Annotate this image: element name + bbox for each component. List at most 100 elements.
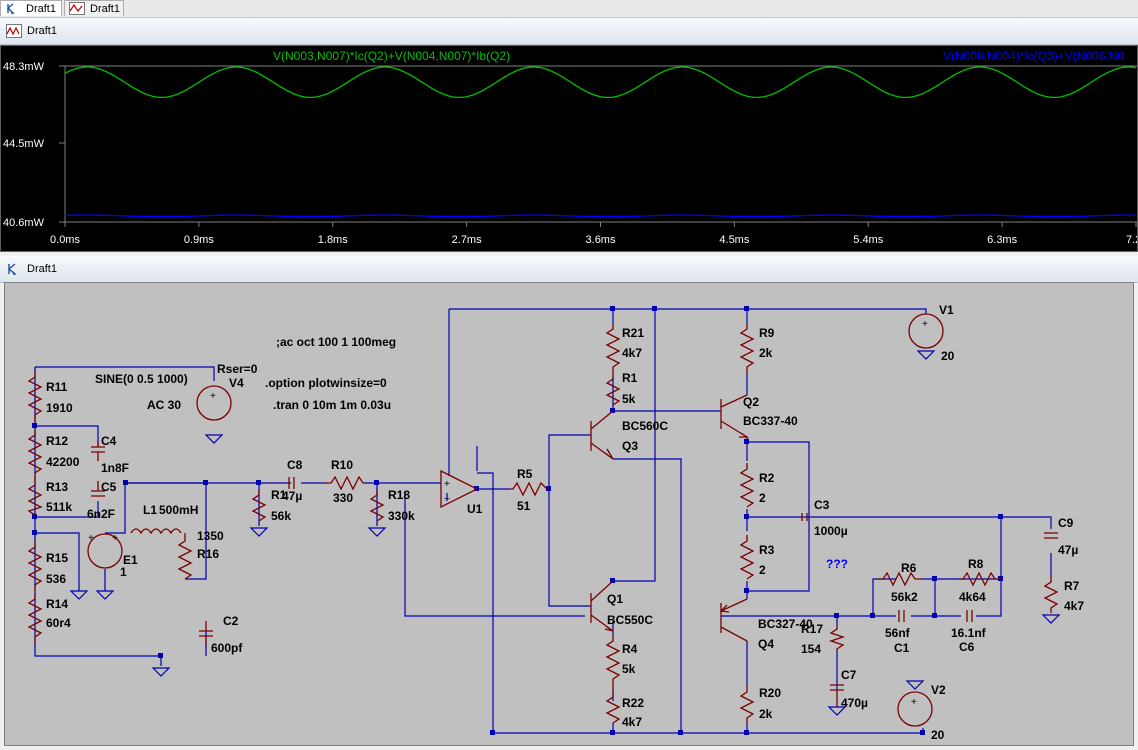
x-tick-label: 4.5ms bbox=[719, 234, 749, 246]
waveform-chart[interactable]: V(N003,N007)*Ic(Q2)+V(N004,N007)*Ib(Q2) V… bbox=[1, 46, 1138, 251]
x-tick-label: 3.6ms bbox=[586, 234, 616, 246]
svg-text:500mH: 500mH bbox=[159, 503, 198, 517]
x-tick-label: 6.3ms bbox=[987, 234, 1017, 246]
y-tick-label: 44.5mW bbox=[3, 138, 45, 150]
svg-text:R17: R17 bbox=[801, 622, 823, 636]
svg-text:R11: R11 bbox=[46, 380, 68, 394]
waveform-icon bbox=[69, 2, 85, 15]
svg-text:4k7: 4k7 bbox=[622, 715, 642, 729]
waveform-plot-pane[interactable]: V(N003,N007)*Ic(Q2)+V(N004,N007)*Ib(Q2) V… bbox=[0, 45, 1138, 252]
schematic-window-title: Draft1 bbox=[27, 263, 57, 275]
svg-text:BC550C: BC550C bbox=[607, 613, 653, 627]
trace-label-1[interactable]: V(N003,N007)*Ic(Q2)+V(N004,N007)*Ib(Q2) bbox=[273, 49, 510, 63]
svg-text:R15: R15 bbox=[46, 551, 68, 565]
svg-text:C2: C2 bbox=[223, 614, 239, 628]
unknown-net-label: ??? bbox=[826, 557, 848, 571]
component-symbols bbox=[27, 313, 1059, 727]
svg-text:C4: C4 bbox=[101, 434, 117, 448]
svg-text:51: 51 bbox=[517, 499, 531, 513]
svg-text:SINE(0 0.5 1000): SINE(0 0.5 1000) bbox=[95, 372, 188, 386]
x-tick-label: 2.7ms bbox=[452, 234, 482, 246]
directive-ac: ;ac oct 100 1 100meg bbox=[276, 335, 396, 349]
tab-schematic-draft1[interactable]: Draft1 bbox=[0, 0, 62, 16]
svg-text:R1: R1 bbox=[622, 371, 638, 385]
svg-text:4k64: 4k64 bbox=[959, 590, 986, 604]
tab-waveform-draft1[interactable]: Draft1 bbox=[64, 0, 124, 16]
svg-text:42200: 42200 bbox=[46, 455, 80, 469]
svg-text:R22: R22 bbox=[622, 696, 644, 710]
svg-text:C3: C3 bbox=[814, 498, 830, 512]
x-tick-label: 1.8ms bbox=[318, 234, 348, 246]
svg-text:470µ: 470µ bbox=[841, 696, 868, 710]
trace-2[interactable] bbox=[65, 214, 1137, 218]
svg-text:R8: R8 bbox=[968, 557, 984, 571]
svg-text:2k: 2k bbox=[759, 707, 773, 721]
svg-text:U1: U1 bbox=[467, 502, 483, 516]
svg-text:2: 2 bbox=[759, 491, 766, 505]
svg-text:Q1: Q1 bbox=[607, 592, 623, 606]
x-tick-label: 7.2 bbox=[1126, 234, 1137, 246]
svg-text:600pf: 600pf bbox=[211, 641, 243, 655]
svg-text:V4: V4 bbox=[229, 376, 244, 390]
svg-text:20: 20 bbox=[941, 349, 955, 363]
svg-text:20: 20 bbox=[931, 728, 945, 742]
svg-text:330: 330 bbox=[333, 491, 353, 505]
waveform-window-icon bbox=[6, 24, 22, 38]
svg-text:V2: V2 bbox=[931, 683, 946, 697]
schematic-canvas[interactable]: +++ ++ +− ;ac oct 100 1 100meg .option p… bbox=[4, 282, 1134, 746]
svg-text:V1: V1 bbox=[939, 303, 954, 317]
schematic-window-icon bbox=[8, 263, 17, 275]
svg-text:R10: R10 bbox=[331, 458, 353, 472]
svg-text:R16: R16 bbox=[197, 547, 219, 561]
svg-text:154: 154 bbox=[801, 642, 821, 656]
svg-text:R14: R14 bbox=[46, 597, 68, 611]
svg-text:R3: R3 bbox=[759, 543, 775, 557]
svg-text:511k: 511k bbox=[46, 500, 72, 514]
svg-text:1350: 1350 bbox=[197, 529, 224, 543]
polarity-marks: +++ ++ +− bbox=[88, 319, 928, 708]
tab-label: Draft1 bbox=[90, 3, 120, 15]
trace-label-2[interactable]: V(N008,N004)*Ic(Q3)+V(N006,N0 bbox=[943, 49, 1124, 63]
svg-text:R21: R21 bbox=[622, 326, 644, 340]
svg-text:AC 30: AC 30 bbox=[147, 398, 181, 412]
svg-text:+: + bbox=[911, 697, 917, 708]
svg-text:C8: C8 bbox=[287, 458, 303, 472]
svg-text:C5: C5 bbox=[101, 480, 117, 494]
svg-text:R2: R2 bbox=[759, 471, 775, 485]
y-tick-label: 48.3mW bbox=[3, 61, 45, 73]
svg-text:Q2: Q2 bbox=[743, 395, 759, 409]
svg-text:R9: R9 bbox=[759, 326, 775, 340]
svg-text:L1: L1 bbox=[143, 503, 157, 517]
waveform-window: Draft1 bbox=[0, 18, 1138, 254]
waveform-window-title: Draft1 bbox=[27, 25, 57, 37]
svg-text:1n8F: 1n8F bbox=[101, 461, 129, 475]
wires bbox=[34, 308, 1052, 734]
svg-text:C1: C1 bbox=[894, 641, 910, 655]
schematic-drawing[interactable]: +++ ++ +− ;ac oct 100 1 100meg .option p… bbox=[5, 283, 1133, 745]
waveform-window-titlebar[interactable]: Draft1 bbox=[0, 18, 1138, 45]
svg-text:+: + bbox=[922, 319, 928, 330]
svg-text:+: + bbox=[210, 391, 216, 402]
svg-text:4k7: 4k7 bbox=[622, 346, 642, 360]
svg-text:E1: E1 bbox=[123, 553, 138, 567]
svg-text:56k2: 56k2 bbox=[891, 590, 918, 604]
svg-text:Q3: Q3 bbox=[622, 439, 638, 453]
x-tick-label: 0.0ms bbox=[50, 234, 80, 246]
svg-text:−: − bbox=[444, 494, 450, 505]
schematic-window-titlebar[interactable]: Draft1 bbox=[0, 256, 1138, 283]
directive-option: .option plotwinsize=0 bbox=[265, 376, 387, 390]
svg-text:Q4: Q4 bbox=[758, 637, 774, 651]
svg-text:1910: 1910 bbox=[46, 401, 73, 415]
x-tick-label: 0.9ms bbox=[184, 234, 214, 246]
svg-text:16.1nf: 16.1nf bbox=[951, 626, 987, 640]
trace-1[interactable] bbox=[64, 66, 1137, 99]
svg-text:1: 1 bbox=[120, 565, 127, 579]
svg-text:+: + bbox=[444, 479, 450, 490]
svg-text:47µ: 47µ bbox=[1058, 543, 1078, 557]
svg-text:5k: 5k bbox=[622, 662, 636, 676]
directive-tran: .tran 0 10m 1m 0.03u bbox=[273, 398, 391, 412]
svg-text:R5: R5 bbox=[517, 467, 533, 481]
svg-text:2k: 2k bbox=[759, 346, 773, 360]
svg-text:56k: 56k bbox=[271, 509, 291, 523]
svg-text:BC337-40: BC337-40 bbox=[743, 414, 798, 428]
